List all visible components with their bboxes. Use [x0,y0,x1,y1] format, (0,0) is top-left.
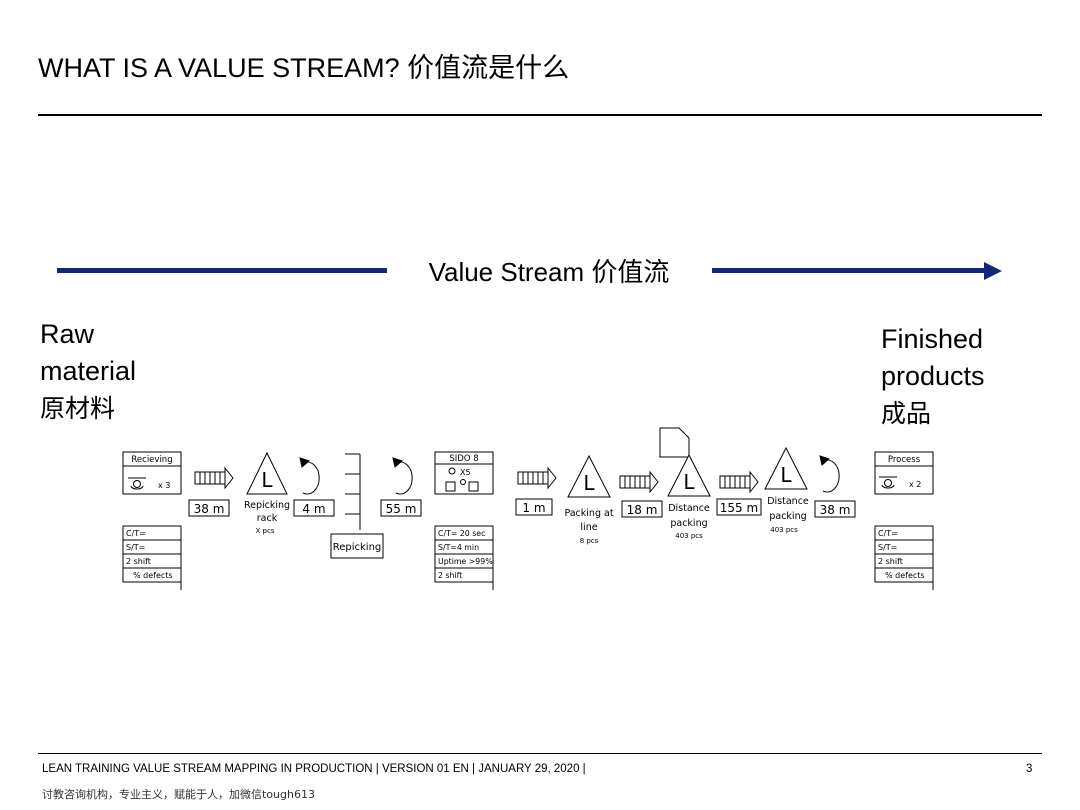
sido-row-2: Uptime >99% [438,557,493,566]
repicking-rack-label-2: rack [257,513,278,524]
page-number: 3 [1026,763,1033,775]
final-process-box: Process x 2 C/T= S/T= 2 shift % defects [874,451,934,590]
process-title: Process [888,455,921,465]
sido-row-3: 2 shift [438,571,462,580]
distance-packing-2-qty: 403 pcs [770,526,798,534]
machine-icon-2 [468,481,479,492]
receiving-row-2: 2 shift [126,557,151,566]
distance-packing-2-label-2: packing [769,511,806,522]
rack-shelf-icon [345,453,361,530]
distance-2: 4 m [302,502,325,516]
sido-title: SIDO 8 [449,454,478,464]
value-stream-line-right [712,268,987,273]
footer-divider [38,753,1042,754]
process-count: x 2 [909,480,921,489]
process-row-2: 2 shift [878,557,903,566]
operator-icon [884,479,892,487]
distance-box-4 [515,498,553,516]
repicking-box-label: Repicking [333,542,382,553]
svg-text:L: L [583,471,595,495]
operator-icon-base [130,485,144,490]
push-arrow-2 [517,467,557,489]
inventory-triangle-repicking-rack: L Repicking rack X pcs [244,451,290,535]
process-row-0: C/T= [878,529,898,538]
repicking-rack-label-1: Repicking [244,500,290,511]
sido-count: X5 [460,468,471,477]
svg-text:L: L [261,468,273,492]
distance-1: 38 m [194,502,225,516]
distance-box-2 [293,499,335,517]
receiving-row-0: C/T= [126,529,146,538]
finished-products-line1: Finished [881,324,984,354]
push-arrow-3 [619,471,659,493]
inventory-triangle-distance-packing-2: L Distance packing 403 pcs [764,446,809,534]
footnote: 讨教咨询机构，专业主义，赋能于人，加微信tough613 [42,788,315,801]
push-arrow-1 [194,467,234,489]
push-arrow-4 [719,471,759,493]
distance-box-1 [188,499,230,517]
process-row-1: S/T= [878,543,897,552]
slide-title: WHAT IS A VALUE STREAM? 价值流是什么 [38,53,570,83]
repicking-rack-qty: X pcs [256,527,275,535]
circular-arrow-2 [395,461,413,495]
circular-arrow-1 [302,461,320,495]
packing-at-line-qty: 8 pcs [580,537,599,545]
sido-process-box: SIDO 8 X5 C/T= 20 sec S/T=4 min Uptime >… [434,451,494,590]
receiving-row-3: % defects [133,571,173,580]
svg-text:L: L [780,463,792,487]
packing-at-line-label-1: Packing at [564,508,613,519]
distance-4: 1 m [522,501,545,515]
document-icon [659,427,690,458]
distance-packing-2-label-1: Distance [767,496,809,507]
distance-packing-1-label-2: packing [670,518,707,529]
operator-icon [133,480,141,488]
finished-products-label: Finished products 成品 [881,321,985,432]
machine-icon-1 [445,481,456,492]
repicking-box [330,533,384,559]
receiving-count: x 3 [158,481,170,490]
distance-packing-1-label-1: Distance [668,503,710,514]
raw-material-cn: 原材料 [40,394,116,423]
inventory-triangle-distance-packing-1: L Distance packing 403 pcs [667,453,711,540]
circular-arrow-3 [822,459,840,493]
distance-5: 18 m [627,503,658,517]
value-stream-arrowhead [984,262,1002,280]
process-row-3: % defects [885,571,925,580]
receiving-row-1: S/T= [126,543,145,552]
value-stream-line-left [57,268,387,273]
distance-6: 155 m [720,501,758,515]
sido-row-0: C/T= 20 sec [438,529,485,538]
distance-7: 38 m [820,503,851,517]
receiving-title: Recieving [131,455,172,465]
title-divider [38,114,1042,116]
packing-at-line-label-2: line [580,522,597,533]
distance-box-3 [380,499,422,517]
raw-material-line1: Raw [40,319,95,349]
operator-icon [448,467,456,475]
finished-products-cn: 成品 [881,399,932,428]
distance-3: 55 m [386,502,417,516]
distance-box-5 [621,500,663,518]
raw-material-line2: material [40,356,137,386]
value-stream-label: Value Stream 价值流 [428,257,670,287]
svg-text:L: L [683,470,695,494]
sido-row-1: S/T=4 min [438,543,479,552]
inventory-triangle-packing-at-line: L Packing at line 8 pcs [564,454,614,545]
finished-products-line2: products [881,361,985,391]
distance-packing-1-qty: 403 pcs [675,532,703,540]
receiving-process-box: Recieving x 3 C/T= S/T= 2 shift % defect… [122,451,182,590]
distance-box-7 [814,500,856,518]
distance-box-6 [716,498,762,516]
footer-text: LEAN TRAINING VALUE STREAM MAPPING IN PR… [42,763,586,775]
raw-material-label: Raw material 原材料 [40,316,136,427]
